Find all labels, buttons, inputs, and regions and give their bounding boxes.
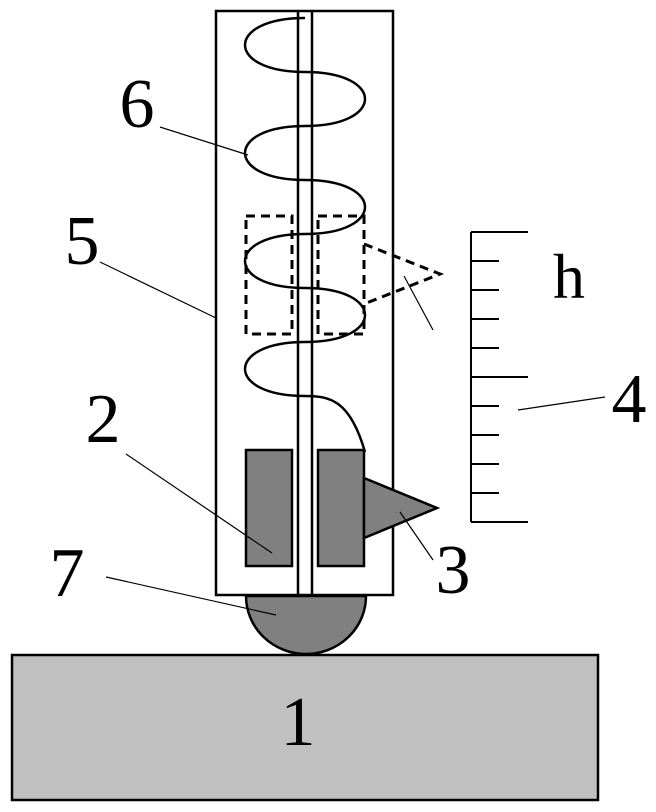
leader-line-2 <box>125 453 273 554</box>
label-weight: 2 <box>86 381 121 458</box>
scale-ruler <box>470 231 528 523</box>
label-spring: 6 <box>120 66 155 143</box>
leader-line-dashed-pointer <box>403 275 434 331</box>
spring-coil <box>244 16 367 453</box>
leader-line-6 <box>159 126 249 156</box>
label-scale-unit: h <box>553 241 585 312</box>
ball-hemisphere <box>244 594 368 656</box>
leader-line-5 <box>99 261 217 319</box>
label-tube: 5 <box>65 203 100 280</box>
leader-lines <box>99 126 606 616</box>
label-pointer: 3 <box>436 532 471 609</box>
label-ball: 7 <box>50 535 85 612</box>
weight-block-right <box>316 448 366 568</box>
leader-line-7 <box>105 576 277 616</box>
base-block <box>10 653 600 802</box>
leader-line-4 <box>517 396 606 411</box>
leader-line-3 <box>399 511 434 561</box>
dashed-previous-position <box>244 214 445 336</box>
label-scale: 4 <box>612 361 647 438</box>
pointer-triangle <box>362 476 441 540</box>
label-base: 1 <box>281 684 316 761</box>
weight-block-left <box>244 448 294 568</box>
outer-tube <box>214 9 395 597</box>
